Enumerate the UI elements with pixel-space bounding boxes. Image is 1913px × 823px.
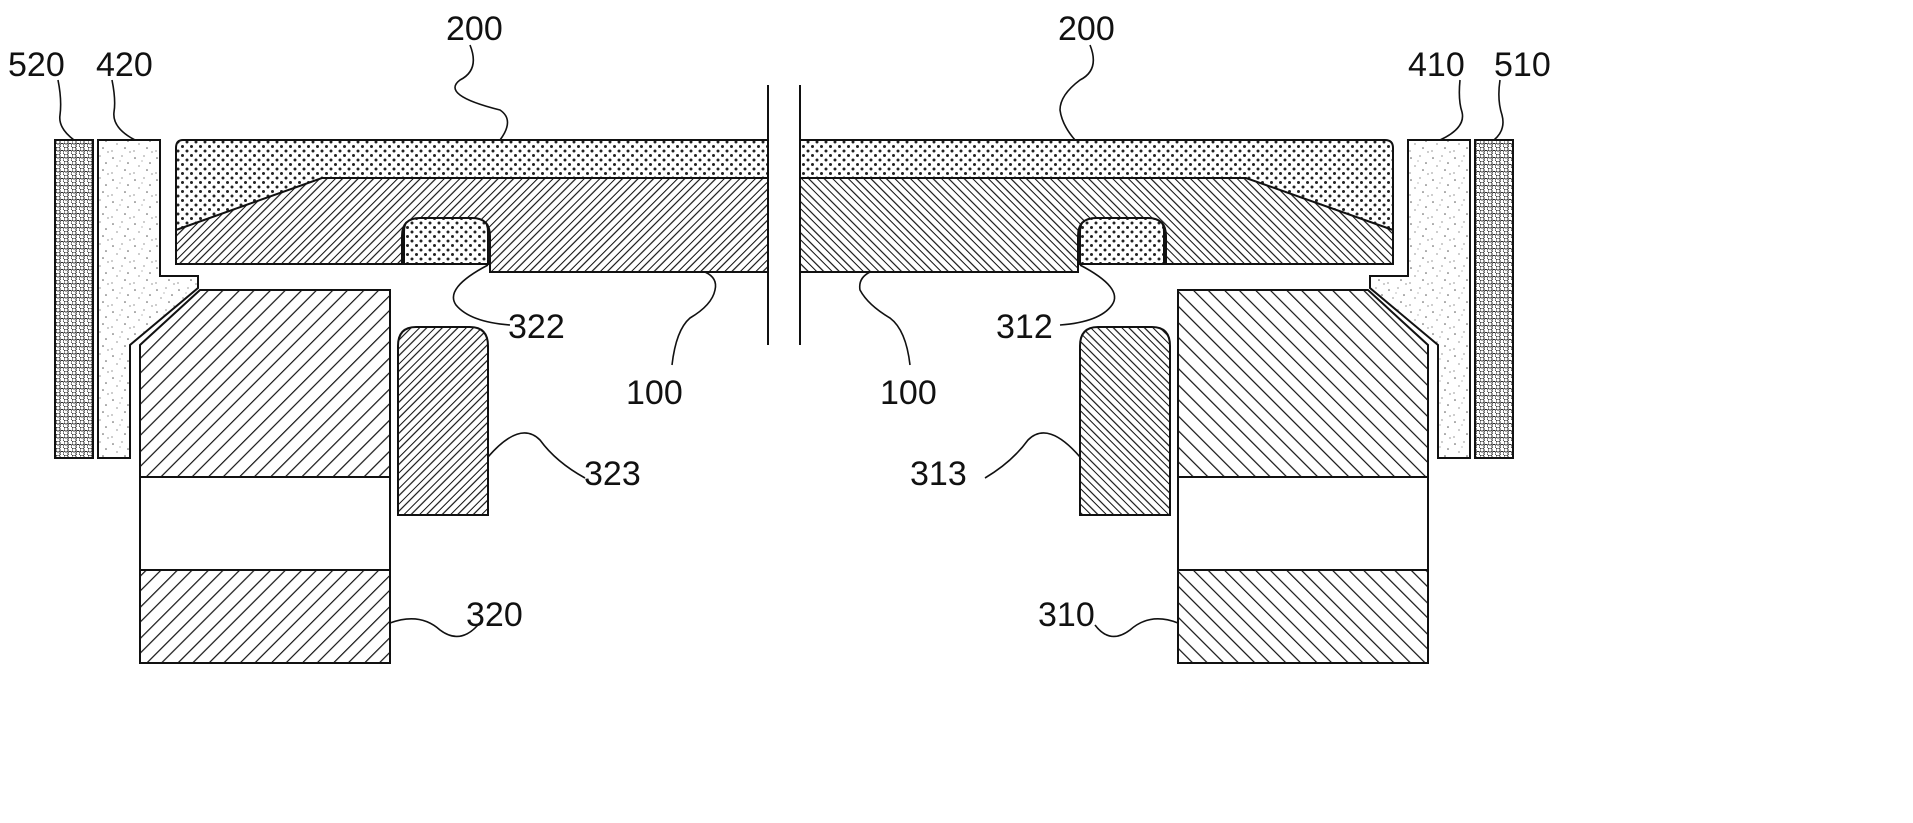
leader-410 <box>1439 79 1464 141</box>
leader-100-right <box>858 271 911 366</box>
block-320-upper <box>139 289 391 478</box>
layer-510-right <box>1474 139 1514 459</box>
pin-323 <box>397 326 489 516</box>
leader-323 <box>487 432 586 479</box>
label-420: 420 <box>96 46 153 84</box>
gap-right <box>1177 476 1429 571</box>
label-510: 510 <box>1494 46 1551 84</box>
label-100-right: 100 <box>880 374 937 412</box>
gap-left <box>139 476 391 571</box>
label-520: 520 <box>8 46 65 84</box>
leader-520 <box>57 79 75 141</box>
leader-420 <box>111 79 136 141</box>
label-320: 320 <box>466 596 523 634</box>
label-313: 313 <box>910 455 967 493</box>
substrate-100-left <box>175 177 769 273</box>
leader-200-left <box>454 44 509 141</box>
cross-section-diagram: 520 420 200 200 410 510 322 312 100 100 … <box>8 10 1551 664</box>
layer-520-left <box>54 139 94 459</box>
label-322: 322 <box>508 308 565 346</box>
leader-313 <box>984 432 1081 479</box>
leader-510 <box>1493 79 1504 141</box>
block-310-upper <box>1177 289 1429 478</box>
label-200-left: 200 <box>446 10 503 48</box>
layer-410-right <box>1369 139 1471 459</box>
leader-320 <box>389 618 479 638</box>
leader-100-left <box>671 271 717 366</box>
label-310: 310 <box>1038 596 1095 634</box>
substrate-100-right <box>799 177 1394 273</box>
block-310-lower <box>1177 569 1429 664</box>
leader-200-right <box>1059 44 1095 141</box>
label-200-right: 200 <box>1058 10 1115 48</box>
pin-313 <box>1079 326 1171 516</box>
label-410: 410 <box>1408 46 1465 84</box>
layer-420-left <box>97 139 199 459</box>
block-320-lower <box>139 569 391 664</box>
label-323: 323 <box>584 455 641 493</box>
label-100-left: 100 <box>626 374 683 412</box>
leader-322 <box>452 264 511 326</box>
label-312: 312 <box>996 308 1053 346</box>
leader-312 <box>1059 264 1116 326</box>
leader-310 <box>1094 618 1179 638</box>
